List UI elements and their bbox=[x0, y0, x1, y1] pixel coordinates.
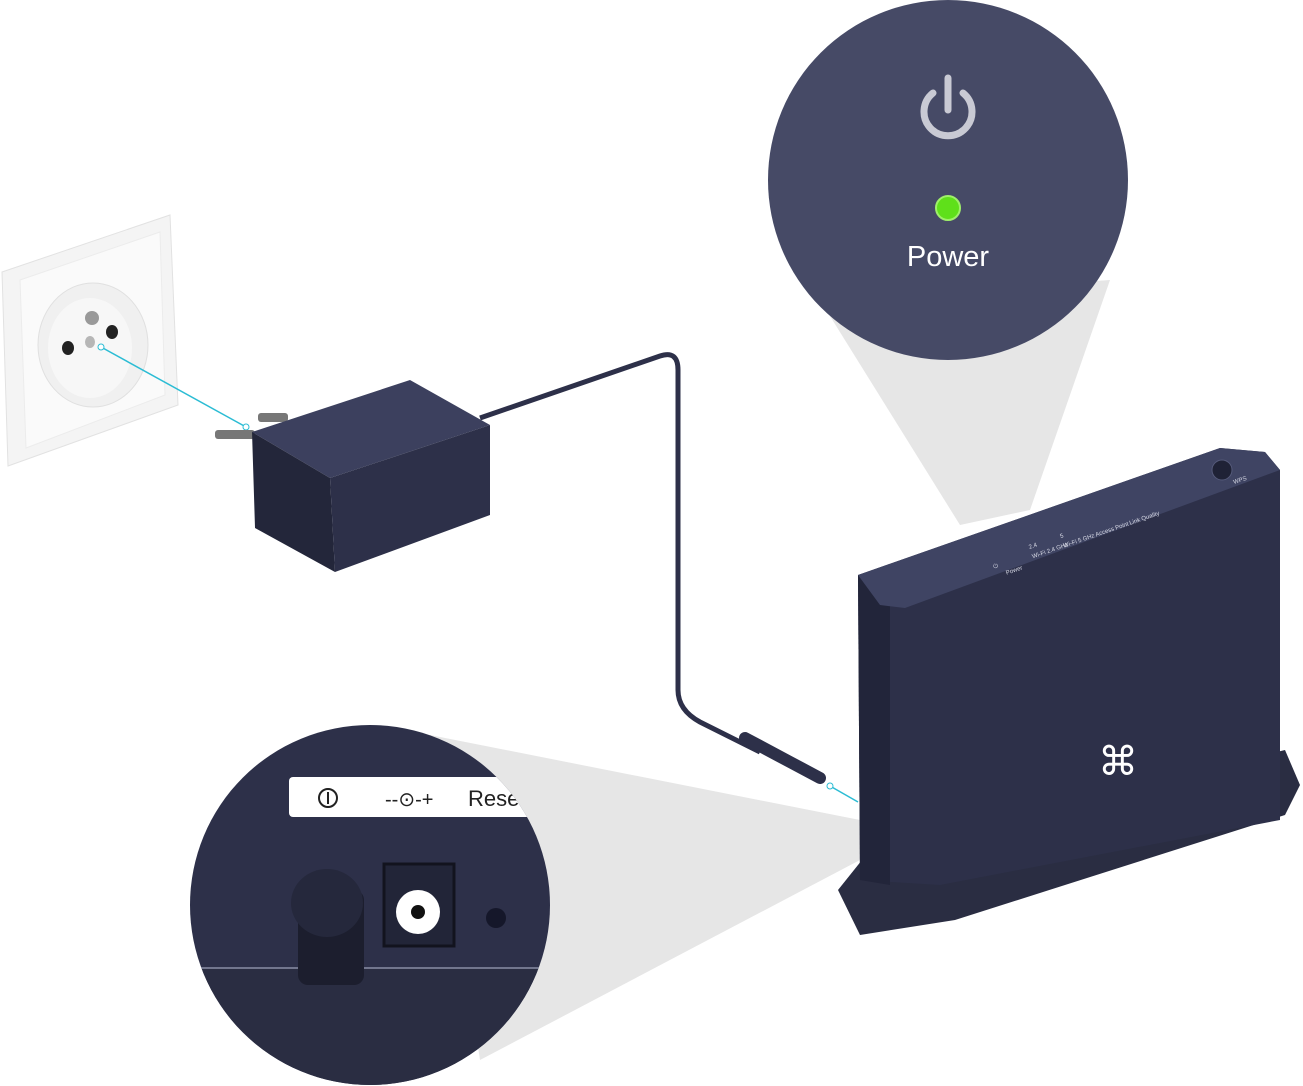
wifi-5-band: 5 bbox=[1059, 533, 1065, 540]
power-cable bbox=[479, 352, 762, 755]
rear-ports-callout: --⊙-+ Reset bbox=[190, 725, 550, 1085]
bottom-callout-cone bbox=[430, 735, 860, 1060]
router: ⌘ WPS ⏻ Power 2.4 Wi-Fi 2.4 GHz 5 Wi-Fi … bbox=[838, 448, 1300, 935]
dc-port-symbol: --⊙-+ bbox=[385, 789, 433, 811]
router-logo: ⌘ bbox=[1098, 740, 1138, 784]
power-led bbox=[935, 195, 961, 221]
power-led-callout: Power bbox=[768, 0, 1128, 360]
power-switch-icon bbox=[318, 788, 338, 808]
dc-plug bbox=[739, 732, 826, 784]
outlet-callout-line bbox=[100, 346, 247, 428]
power-led-label: Power bbox=[907, 241, 990, 273]
wps-label: WPS bbox=[1233, 476, 1248, 486]
power-indicator-icon: ⏻ bbox=[992, 562, 999, 570]
wall-outlet bbox=[1, 214, 179, 467]
reset-button-hole[interactable] bbox=[486, 908, 506, 928]
wifi-24-band: 2.4 bbox=[1028, 542, 1038, 551]
power-adapter bbox=[215, 380, 490, 572]
power-icon bbox=[920, 74, 976, 140]
wps-button[interactable] bbox=[1211, 459, 1233, 481]
indicator-label-power: Power bbox=[1005, 565, 1023, 576]
